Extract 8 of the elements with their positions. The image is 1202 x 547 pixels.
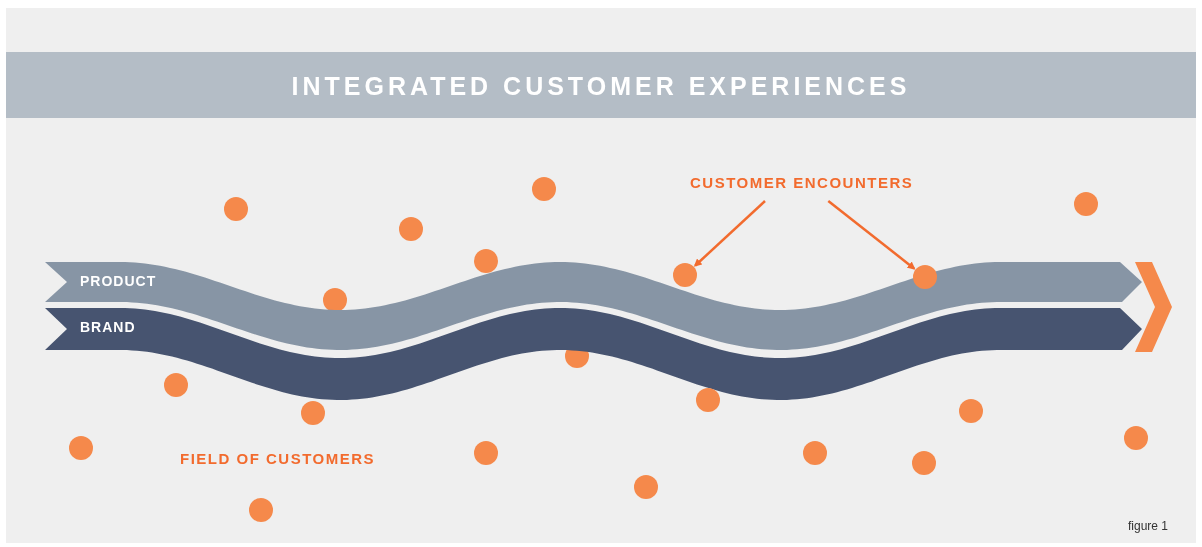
title: INTEGRATED CUSTOMER EXPERIENCES [290, 72, 912, 101]
arrow [693, 200, 766, 267]
callout-text: CUSTOMER ENCOUNTERS [690, 174, 914, 191]
arrow [827, 200, 916, 270]
band-label: PRODUCT [80, 273, 157, 289]
band-label: BRAND [80, 319, 136, 335]
section-label: FIELD OF CUSTOMERS [180, 450, 376, 467]
figure-number: figure 1 [1128, 519, 1169, 533]
